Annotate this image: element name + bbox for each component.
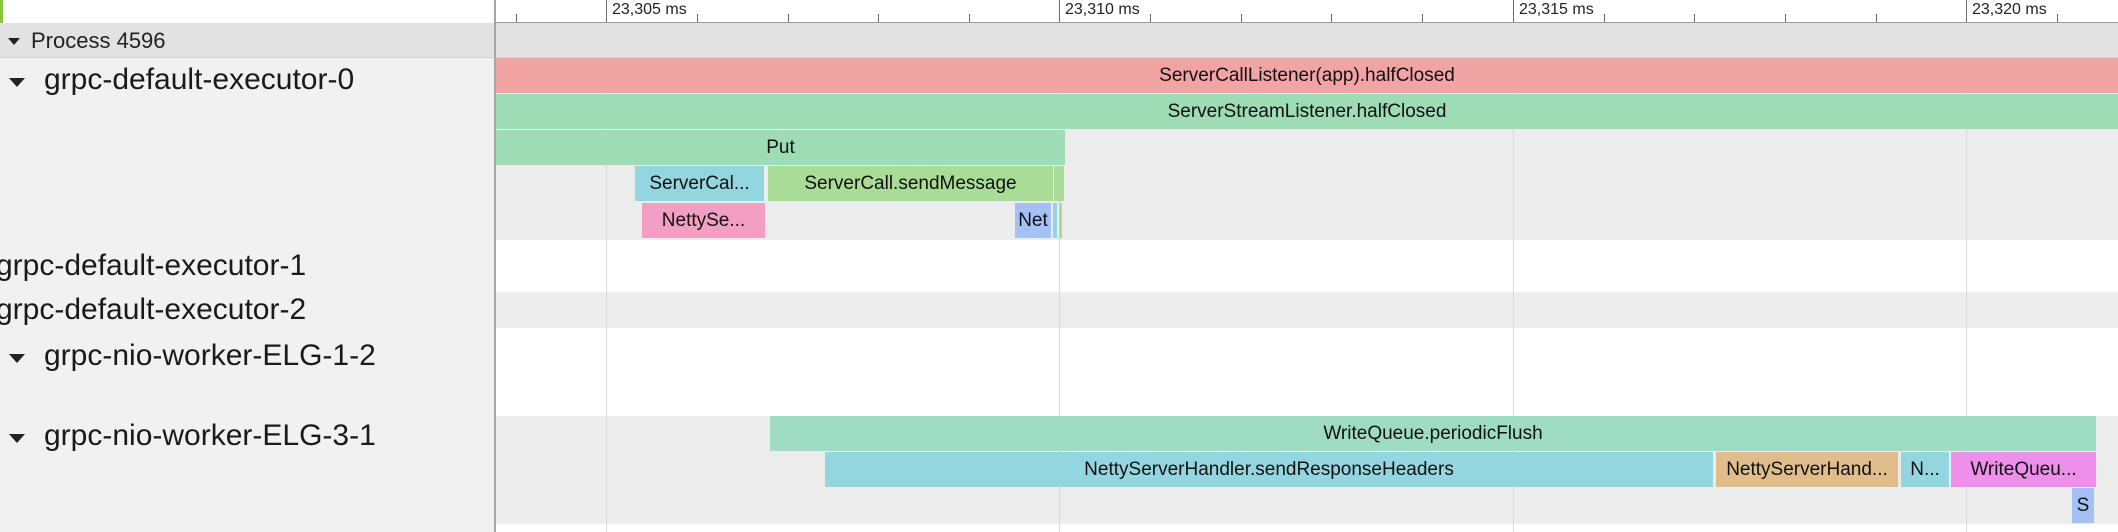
ruler-minor-tick xyxy=(1241,14,1242,22)
ruler-label: 23,310 ms xyxy=(1065,1,1140,18)
trace-slice[interactable]: ServerCallListener(app).halfClosed xyxy=(496,58,2118,93)
ruler-minor-tick xyxy=(516,14,517,22)
ruler-minor-tick xyxy=(697,14,698,22)
track-executor-1 xyxy=(496,240,2118,292)
trace-slice[interactable]: Put xyxy=(496,130,1065,165)
ruler-minor-tick xyxy=(1785,14,1786,22)
ruler-major-tick xyxy=(1059,0,1060,22)
thread-label-executor-0[interactable]: grpc-default-executor-0 xyxy=(44,63,355,96)
trace-slice[interactable] xyxy=(1053,203,1057,238)
trace-slice[interactable] xyxy=(1059,203,1062,238)
ruler-minor-tick xyxy=(2057,14,2058,22)
trace-slice[interactable]: N... xyxy=(1901,452,1949,487)
trace-slice[interactable]: NettyServerHandler.sendResponseHeaders xyxy=(825,452,1713,487)
trace-slice[interactable]: ServerCal... xyxy=(635,166,764,201)
ruler-major-tick xyxy=(1513,0,1514,22)
trace-slice[interactable]: NettySe... xyxy=(642,203,765,238)
ruler-minor-tick xyxy=(1694,14,1695,22)
process-row[interactable]: Process 4596 xyxy=(0,23,2118,58)
ruler-minor-tick xyxy=(1150,14,1151,22)
expand-toggle-icon[interactable] xyxy=(9,78,25,87)
ruler-label: 23,305 ms xyxy=(612,1,687,18)
time-gridline xyxy=(1966,58,1967,532)
track-bottom-gap xyxy=(496,524,2118,532)
ruler-minor-tick xyxy=(788,14,789,22)
trace-slice[interactable]: WriteQueu... xyxy=(1951,452,2096,487)
trace-slice[interactable]: ServerStreamListener.halfClosed xyxy=(496,94,2118,129)
ruler-minor-tick xyxy=(878,14,879,22)
ruler-major-tick xyxy=(606,0,607,22)
ruler-label: 23,315 ms xyxy=(1519,1,1594,18)
ruler-label: 23,320 ms xyxy=(1972,1,2047,18)
trace-slice[interactable]: NettyServerHand... xyxy=(1716,452,1898,487)
track-executor-2 xyxy=(496,292,2118,328)
ruler-minor-tick xyxy=(1876,14,1877,22)
trace-slice[interactable]: ServerCall.sendMessage xyxy=(768,166,1053,201)
panel-divider[interactable] xyxy=(494,0,496,532)
process-label: Process 4596 xyxy=(31,28,166,53)
trace-slice[interactable]: Net xyxy=(1015,203,1051,238)
time-gridline xyxy=(1059,58,1060,532)
collapse-arrow-icon[interactable] xyxy=(8,38,20,45)
trace-slice[interactable] xyxy=(1054,166,1064,201)
thread-label-panel xyxy=(0,58,494,532)
ruler-major-tick xyxy=(1966,0,1967,22)
trace-slice[interactable]: S xyxy=(2072,488,2094,523)
time-gridline xyxy=(1513,58,1514,532)
ruler-minor-tick xyxy=(1331,14,1332,22)
time-gridline xyxy=(606,58,607,532)
time-ruler[interactable]: 23,305 ms 23,310 ms 23,315 ms 23,320 ms xyxy=(496,0,2118,23)
expand-toggle-icon[interactable] xyxy=(9,434,25,443)
track-nio-1-2 xyxy=(496,328,2118,416)
thread-label-nio-1-2[interactable]: grpc-nio-worker-ELG-1-2 xyxy=(44,339,376,372)
trace-slice[interactable]: WriteQueue.periodicFlush xyxy=(770,416,2096,451)
ruler-minor-tick xyxy=(1604,14,1605,22)
thread-label-executor-1[interactable]: grpc-default-executor-1 xyxy=(0,249,307,282)
thread-label-nio-3-1[interactable]: grpc-nio-worker-ELG-3-1 xyxy=(44,419,376,452)
expand-toggle-icon[interactable] xyxy=(9,354,25,363)
ruler-minor-tick xyxy=(1422,14,1423,22)
ruler-minor-tick xyxy=(969,14,970,22)
thread-label-executor-2[interactable]: grpc-default-executor-2 xyxy=(0,293,307,326)
